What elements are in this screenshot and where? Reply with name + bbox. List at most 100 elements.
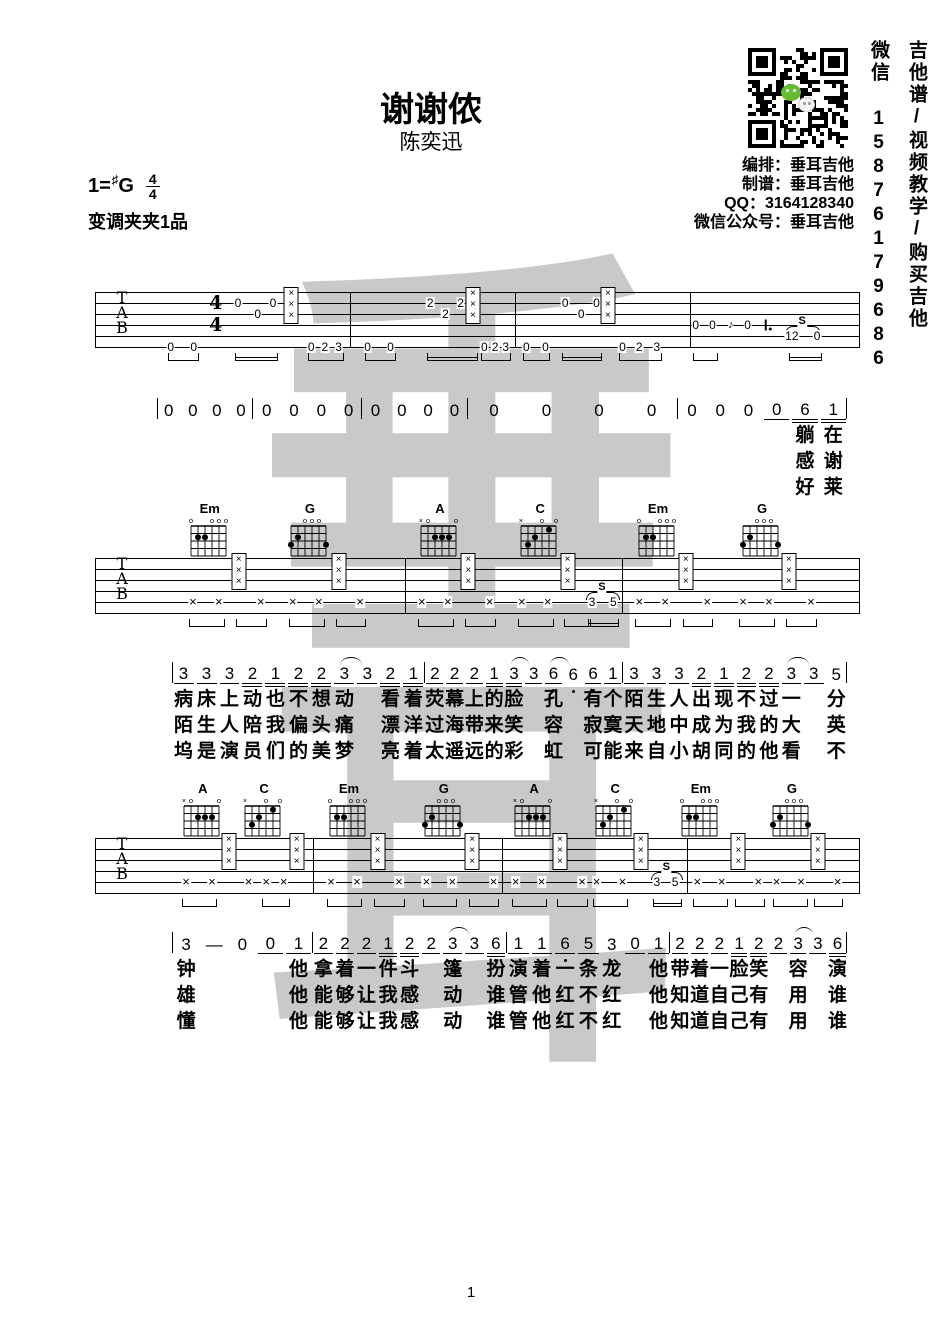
- svg-text:o: o: [189, 796, 193, 805]
- double-underline: [403, 686, 424, 687]
- tab-clef-letter: A: [116, 849, 128, 868]
- beam: [511, 899, 547, 907]
- lyric-syllable: 够: [335, 985, 355, 1006]
- jianpu-note: 2: [380, 664, 401, 687]
- lyric-syllable: 太: [425, 741, 445, 762]
- lyric-syllable: [524, 690, 544, 710]
- lyric-syllable: 管: [508, 1011, 528, 1032]
- tie-arc: [787, 657, 809, 665]
- muted-x-mark: ×: [692, 874, 703, 889]
- jianpu-note: 0: [687, 401, 697, 420]
- tab-note: 0: [253, 307, 263, 321]
- double-underline: [505, 686, 523, 687]
- wechat-icon: [781, 84, 815, 112]
- svg-text:o: o: [444, 796, 448, 805]
- double-underline: [311, 686, 332, 687]
- lyric-syllable: 梦: [334, 741, 354, 762]
- double-underline: [691, 686, 712, 687]
- lyric-syllable: 笑: [504, 715, 524, 736]
- beam: [465, 619, 496, 627]
- jianpu-note: 5: [578, 934, 599, 962]
- lyric-syllable: 谁: [486, 1011, 506, 1032]
- jianpu-note: 0: [212, 401, 222, 420]
- tie-arc: [550, 657, 569, 665]
- lyric-syllable: [763, 426, 791, 446]
- jianpu-note: 3: [465, 934, 484, 954]
- beam: [564, 619, 591, 627]
- lyric-syllable: 幕: [445, 689, 465, 710]
- jianpu-note: 3: [646, 664, 667, 684]
- lyric-syllable: 谢: [823, 451, 843, 472]
- jianpu-note: 3: [505, 657, 530, 687]
- beam: [481, 353, 511, 361]
- tab-note: 2: [320, 340, 330, 354]
- barline: [846, 932, 848, 953]
- lyric-syllable: 海: [445, 715, 465, 736]
- beam: [308, 353, 344, 361]
- lyric-syllable: [763, 478, 791, 498]
- lyric-syllable: 虹: [543, 741, 563, 762]
- tab-note: 0: [691, 318, 701, 332]
- lyrics-row-2: 能够让我感动谁: [313, 986, 507, 1006]
- lyric-syllable: 我: [378, 985, 398, 1006]
- lyric-syllable: [256, 986, 284, 1006]
- lyric-syllable: 谁: [827, 1011, 847, 1032]
- double-underline: [400, 956, 419, 957]
- lyric-syllable: 美: [311, 741, 331, 762]
- lyric-syllable: [420, 960, 442, 980]
- jianpu-note: 0: [343, 401, 354, 420]
- jianpu-note: 2: [314, 934, 333, 954]
- jianpu-note: 0: [397, 401, 407, 420]
- lyric-syllable: 一: [781, 689, 801, 710]
- tab-note: 3: [652, 875, 662, 889]
- percussive-strum-box: × × ×: [464, 833, 480, 870]
- jianpu-note: 0: [489, 401, 499, 420]
- credits-block: 编排：垂耳吉他 制谱：垂耳吉他 QQ：3164128340 微信公众号：垂耳吉他: [694, 156, 854, 232]
- low-octave-dot: [563, 959, 567, 962]
- jianpu-note: 1: [508, 934, 529, 954]
- lyric-syllable: 偏: [288, 715, 308, 736]
- lyric-syllable: 人: [669, 689, 689, 710]
- beam: [235, 619, 267, 627]
- beam: [788, 353, 823, 361]
- barline: [423, 662, 425, 683]
- lyric-syllable: [706, 426, 734, 446]
- lyric-syllable: [524, 742, 544, 762]
- lyric-syllable: [464, 960, 486, 980]
- muted-x-mark: ×: [188, 594, 198, 609]
- lyric-syllable: 分: [826, 689, 846, 710]
- jianpu-note: 2: [770, 934, 787, 954]
- percussive-strum-box: × × ×: [600, 287, 616, 324]
- svg-text:o: o: [615, 796, 619, 805]
- lyric-syllable: 动: [443, 985, 463, 1006]
- lyric-syllable: 动: [334, 689, 354, 710]
- lyrics-row-1: 带着一脸笑容演: [670, 960, 847, 980]
- muted-x-mark: ×: [516, 594, 527, 609]
- lyric-syllable: 脸: [729, 959, 749, 980]
- svg-text:o: o: [451, 796, 455, 805]
- barline: [252, 398, 253, 419]
- svg-text:o: o: [363, 796, 367, 805]
- lyric-syllable: 篷: [443, 959, 463, 980]
- lyric-syllable: [464, 986, 486, 1006]
- staff-barline: [405, 558, 406, 614]
- jianpu-note: 0: [257, 934, 283, 954]
- lyric-syllable: 彩: [504, 741, 524, 762]
- dotted-rest: [764, 319, 771, 331]
- lyric-syllable: [808, 960, 828, 980]
- jianpu-note: 2: [357, 934, 376, 954]
- jianpu-note: 2: [750, 934, 768, 957]
- barline: [311, 932, 313, 953]
- svg-text:×: ×: [513, 796, 517, 805]
- lyrics-row-1: 病床上动也不想动看着: [172, 690, 425, 710]
- song-title: 谢谢侬: [380, 91, 482, 129]
